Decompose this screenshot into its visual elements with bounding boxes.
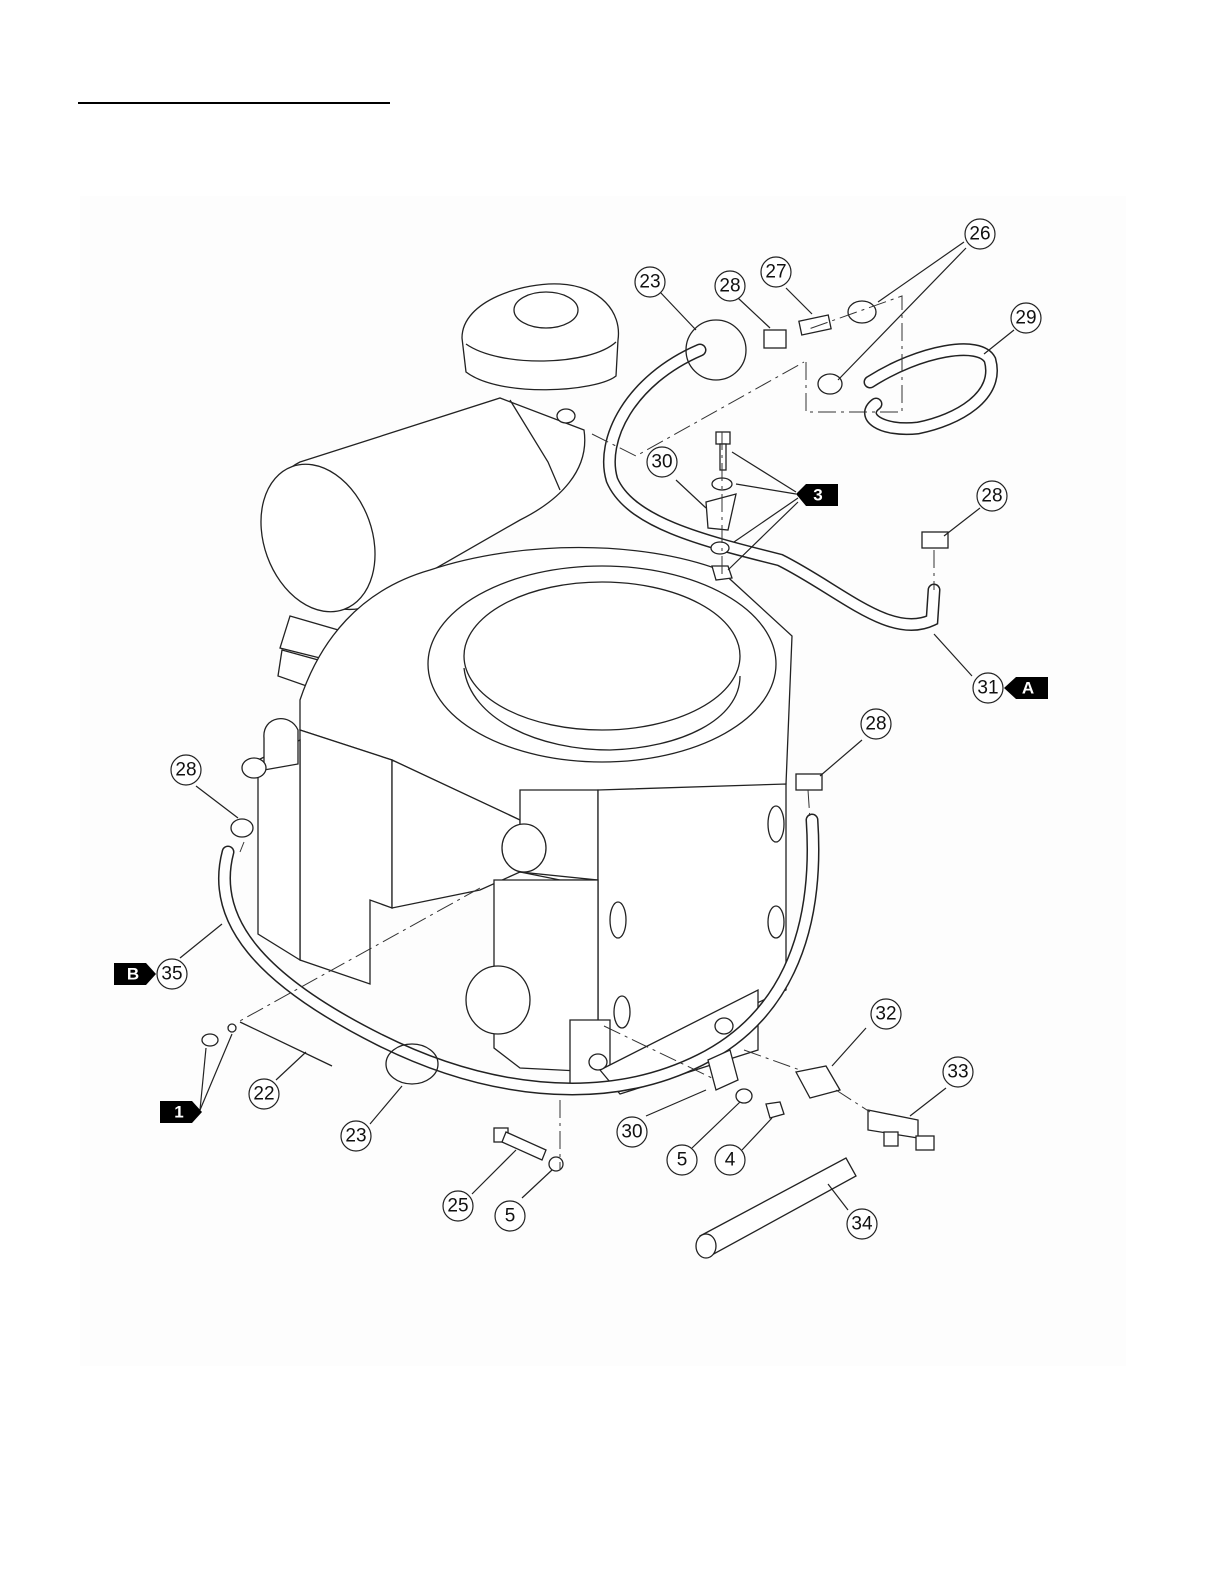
callout-27: 27 [761,257,791,287]
svg-text:28: 28 [719,276,740,297]
callout-29: 29 [1011,303,1041,333]
svg-text:29: 29 [1015,308,1036,329]
svg-text:23: 23 [345,1126,366,1147]
callout-33: 33 [943,1057,973,1087]
fitting-27 [799,315,831,335]
fitting-32 [796,1066,840,1098]
callout-22: 22 [249,1079,279,1109]
clamp-28-top [764,330,786,348]
callout-26: 26 [965,219,995,249]
svg-text:4: 4 [725,1150,736,1171]
callout-25: 25 [443,1191,473,1221]
callout-35: 35 [157,959,187,989]
svg-text:28: 28 [175,760,196,781]
callout-23-bottom: 23 [341,1121,371,1151]
svg-text:34: 34 [851,1214,873,1235]
callout-4: 4 [715,1145,745,1175]
clamp-30-bottom [708,1050,784,1118]
tag-A: A [1004,677,1048,699]
hose-34 [696,1158,856,1258]
callout-30-bottom: 30 [617,1117,647,1147]
svg-text:1: 1 [174,1103,183,1122]
callout-31: 31 [973,673,1003,703]
svg-text:31: 31 [977,678,998,699]
svg-text:33: 33 [947,1062,968,1083]
svg-text:5: 5 [677,1150,688,1171]
svg-text:B: B [127,965,139,984]
svg-text:30: 30 [621,1122,642,1143]
svg-text:23: 23 [639,272,660,293]
svg-text:30: 30 [651,452,672,473]
callout-28-top: 28 [715,271,745,301]
svg-text:27: 27 [765,262,786,283]
svg-text:22: 22 [253,1084,274,1105]
svg-text:5: 5 [505,1206,516,1227]
hose-29 [870,350,991,429]
svg-text:28: 28 [981,486,1002,507]
tag-3: 3 [796,484,838,506]
svg-text:26: 26 [969,224,990,245]
svg-text:25: 25 [447,1196,468,1217]
air-cleaner-cover [462,284,618,390]
svg-text:3: 3 [813,486,822,505]
callout-28-right-top: 28 [977,481,1007,511]
callout-32: 32 [871,999,901,1029]
svg-text:35: 35 [161,964,182,985]
svg-text:28: 28 [865,714,886,735]
clamp-28-right [796,532,948,790]
clamp-28-left [231,819,253,837]
callout-28-right-mid: 28 [861,709,891,739]
tag-1: 1 [160,1101,202,1123]
callout-5-right: 5 [667,1145,697,1175]
bolt-25 [494,1128,563,1171]
callout-34: 34 [847,1209,877,1239]
tag-B: B [114,963,156,985]
tee-33 [868,1110,934,1150]
callout-28-left: 28 [171,755,201,785]
callout-30-top: 30 [647,447,677,477]
svg-text:A: A [1022,679,1034,698]
callout-23-top: 23 [635,267,665,297]
bolt-stack-3 [706,432,736,580]
callout-5-left: 5 [495,1201,525,1231]
svg-text:32: 32 [875,1004,896,1025]
